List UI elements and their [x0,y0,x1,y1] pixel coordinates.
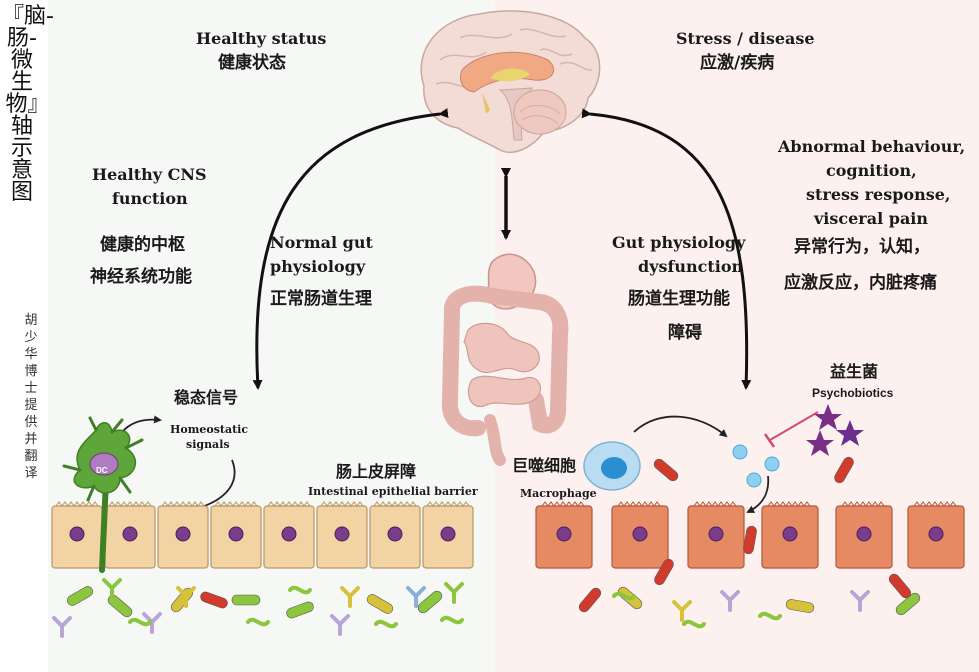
brain-gut-arrow-left [252,108,449,390]
epithelium-right [535,501,965,569]
bacterium-icon [578,587,602,613]
brain-gut-arrow-right [581,108,752,390]
bacterium-icon [366,594,394,614]
psychobiotics-zh: 益生菌 [830,362,879,381]
antibody-icon [406,586,426,608]
gut-dysfunction-en-2: dysfunction [638,257,744,276]
macrophage-icon [583,441,641,491]
barrier-en: Intestinal epithelial barrier [308,485,478,498]
abnormal-en-2: cognition, [826,161,917,180]
healthy-cns-en-1: Healthy CNS [92,165,207,184]
microbe-icon [128,617,152,627]
microbe-icon [440,615,464,625]
microbe-icon [758,611,782,621]
abnormal-zh-1: 异常行为，认知， [794,237,930,257]
cytokine-particles-icon [732,444,780,488]
bacteria-arrow [746,475,770,513]
vertical-credit: 胡少华博士提供并翻译 [24,313,38,481]
healthy-status-zh: 健康状态 [218,53,286,73]
gut-microbiota [52,456,921,638]
dendritic-cell-icon [62,416,144,573]
macrophage-en: Macrophage [520,487,597,500]
macrophage-arrow [633,415,728,438]
cell-nucleus [440,526,456,542]
healthy-cns-zh-1: 健康的中枢 [100,235,185,255]
cell-nucleus [708,526,724,542]
signal-arrow-in [190,459,236,513]
bacterium-icon [200,591,228,609]
healthy-status-en: Healthy status [196,29,327,48]
cell-nucleus [856,526,872,542]
bacterium-icon [888,573,912,599]
antibody-icon [52,616,72,638]
antibody-icon [444,582,464,604]
antibody-icon [102,578,122,600]
psychobiotics-en: Psychobiotics [812,386,894,400]
cell-nucleus [175,526,191,542]
intestine-icon [441,253,569,466]
cell-nucleus [387,526,403,542]
cell-nucleus [928,526,944,542]
antibody-icon [176,586,196,608]
normal-gut-zh: 正常肠道生理 [270,289,372,309]
abnormal-zh-2: 应激反应，内脏疼痛 [784,273,937,293]
gut-dysfunction-zh-2: 障碍 [668,323,702,343]
brain-icon [420,10,601,153]
barrier-zh: 肠上皮屏障 [336,462,417,481]
homeostatic-signals-en-2: signals [186,438,230,451]
gut-dysfunction-zh-1: 肠道生理功能 [628,289,730,309]
cell-nucleus [782,526,798,542]
bacterium-icon [231,594,261,606]
disease-status-en: Stress / disease [676,29,815,48]
cell-nucleus [334,526,350,542]
inhibition-line [769,411,819,441]
microbe-icon [374,619,398,629]
psychobiotics-icon [806,404,864,456]
bacterium-icon [653,458,679,482]
bacterium-icon [743,525,757,555]
cell-nucleus [281,526,297,542]
gut-dysfunction-en-1: Gut physiology [612,233,746,252]
bacterium-icon [895,592,921,616]
abnormal-en-3: stress response, [806,185,951,204]
cell-nucleus [632,526,648,542]
bacterium-icon [417,590,443,614]
macrophage-zh: 巨噬细胞 [512,456,577,475]
bacterium-icon [785,599,815,613]
healthy-cns-en-2: function [112,189,188,208]
antibody-icon [850,590,870,612]
bacterium-icon [66,586,94,606]
microbe-icon [682,619,706,629]
cell-nucleus [122,526,138,542]
antibody-icon [720,590,740,612]
dc-label: DC [96,466,108,475]
abnormal-en-4: visceral pain [814,209,929,228]
vertical-title: 『脑-肠-微生物』轴示意图 [2,4,54,205]
normal-gut-en-1: Normal gut [270,233,373,252]
antibody-icon [330,614,350,636]
homeostatic-signals-zh: 稳态信号 [174,388,239,407]
epithelium-left [51,501,474,569]
bacterium-icon [654,558,674,586]
homeostatic-signals-en-1: Homeostatic [170,423,249,436]
cell-nucleus [556,526,572,542]
microbe-icon [288,585,312,595]
bacterium-icon [286,601,314,619]
normal-gut-en-2: physiology [270,257,366,276]
cell-nucleus [228,526,244,542]
abnormal-en-1: Abnormal behaviour, [778,137,966,156]
healthy-cns-zh-2: 神经系统功能 [90,267,192,287]
microbe-icon [612,591,636,601]
bacterium-icon [834,456,854,484]
antibody-icon [340,586,360,608]
cell-nucleus [69,526,85,542]
antibody-icon [672,600,692,622]
disease-status-zh: 应激/疾病 [700,53,775,73]
bacterium-icon [107,594,133,618]
microbe-icon [246,617,270,627]
